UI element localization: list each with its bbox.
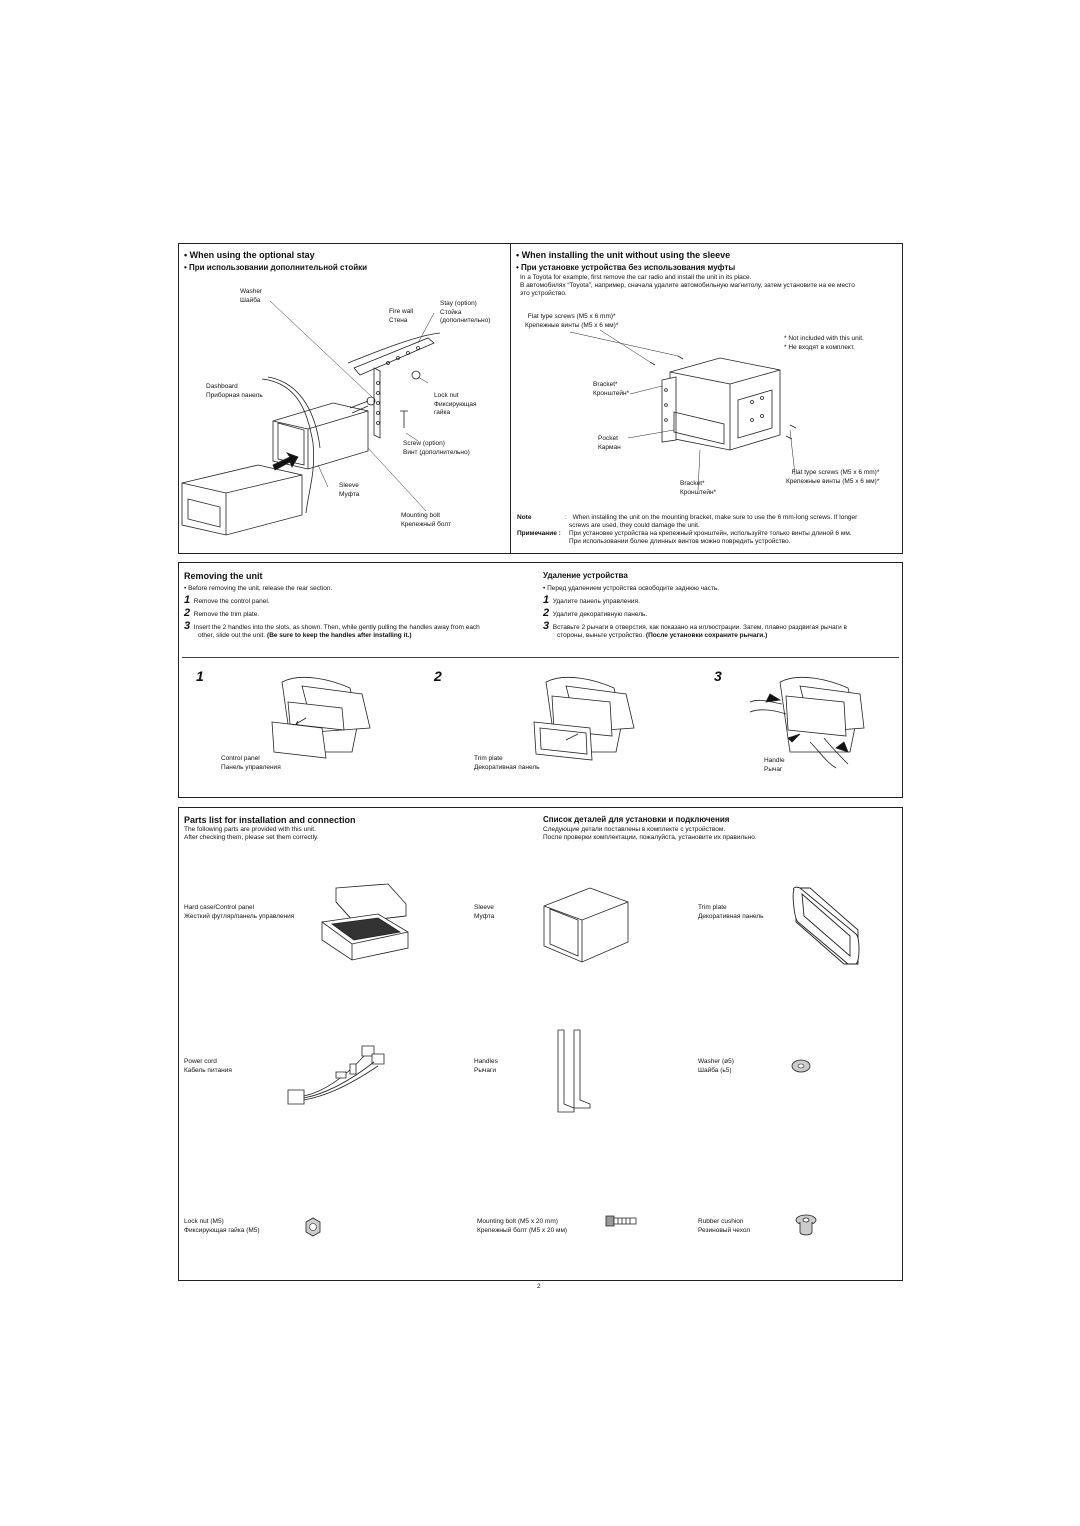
stay-title-en: • When using the optional stay xyxy=(184,250,315,260)
removing-steps-en: • Before removing the unit, release the … xyxy=(184,585,480,639)
fig-number-3: 3 xyxy=(714,668,722,684)
remove-fig-1 xyxy=(262,672,382,762)
lock-nut-illustration xyxy=(302,1216,324,1238)
stay-title-ru: • При использовании дополнительной стойк… xyxy=(184,263,368,272)
top-divider xyxy=(510,243,511,554)
parts-title-ru: Список деталей для установки и подключен… xyxy=(543,815,730,824)
label-flat-screws-right: Flat type screws (M5 x 6 mm)*Крепежные в… xyxy=(786,469,880,485)
removing-divider xyxy=(182,657,899,658)
remove-fig-2 xyxy=(526,672,646,762)
label-bracket-top: Bracket*Кронштейн* xyxy=(593,381,630,397)
part-label: Washer (ø5)Шайба (ь5) xyxy=(698,1058,734,1074)
hard-case-illustration xyxy=(318,882,414,966)
nosleeve-title-ru: • При установке устройства без использов… xyxy=(516,263,736,272)
remove-fig-3 xyxy=(740,672,870,772)
label-stay: Stay (option)Стойка(дополнительно) xyxy=(440,300,491,324)
part-label: Mounting bolt (M5 x 20 mm)Крепежный болт… xyxy=(477,1218,568,1234)
parts-desc-ru: Следующие детали поставлены в комплекте … xyxy=(543,826,757,841)
removing-section xyxy=(178,562,903,798)
trim-plate-illustration xyxy=(790,884,862,968)
removing-title-en: Removing the unit xyxy=(184,571,263,581)
fig-number-1: 1 xyxy=(196,668,204,684)
washer-illustration xyxy=(790,1058,812,1074)
power-cord-illustration xyxy=(282,1040,392,1112)
parts-section xyxy=(178,807,903,1281)
nosleeve-desc: In a Toyota for example, first remove th… xyxy=(520,274,855,297)
parts-desc-en: The following parts are provided with th… xyxy=(184,826,319,841)
removing-steps-ru: • Перед удалением устройства освободите … xyxy=(543,585,847,639)
nosleeve-title-en: • When installing the unit without using… xyxy=(516,250,731,260)
removing-title-ru: Удаление устройства xyxy=(543,571,628,580)
label-screw: Screw (option)Винт (дополнительно) xyxy=(403,440,470,456)
parts-title-en: Parts list for installation and connecti… xyxy=(184,815,356,825)
sleeve-part-illustration xyxy=(540,884,632,968)
page-number: 2 xyxy=(537,1283,541,1290)
top-section xyxy=(178,243,903,554)
bracket-illustration xyxy=(640,350,810,470)
fig-number-2: 2 xyxy=(434,668,442,684)
stay-illustration xyxy=(178,243,508,553)
nosleeve-note: Note: When installing the unit on the mo… xyxy=(517,514,858,545)
label-bracket-bottom: Bracket*Кронштейн* xyxy=(680,480,717,496)
rubber-cushion-illustration xyxy=(794,1212,818,1238)
part-label: Lock nut (M5)Фиксирующая гайка (M5) xyxy=(184,1218,260,1234)
handles-illustration xyxy=(552,1026,596,1116)
label-flat-screws-top: Flat type screws (M5 x 6 mm)*Крепежные в… xyxy=(525,313,619,329)
mounting-bolt-illustration xyxy=(604,1212,638,1230)
label-not-included: * Not included with this unit.* Не входя… xyxy=(784,335,864,351)
